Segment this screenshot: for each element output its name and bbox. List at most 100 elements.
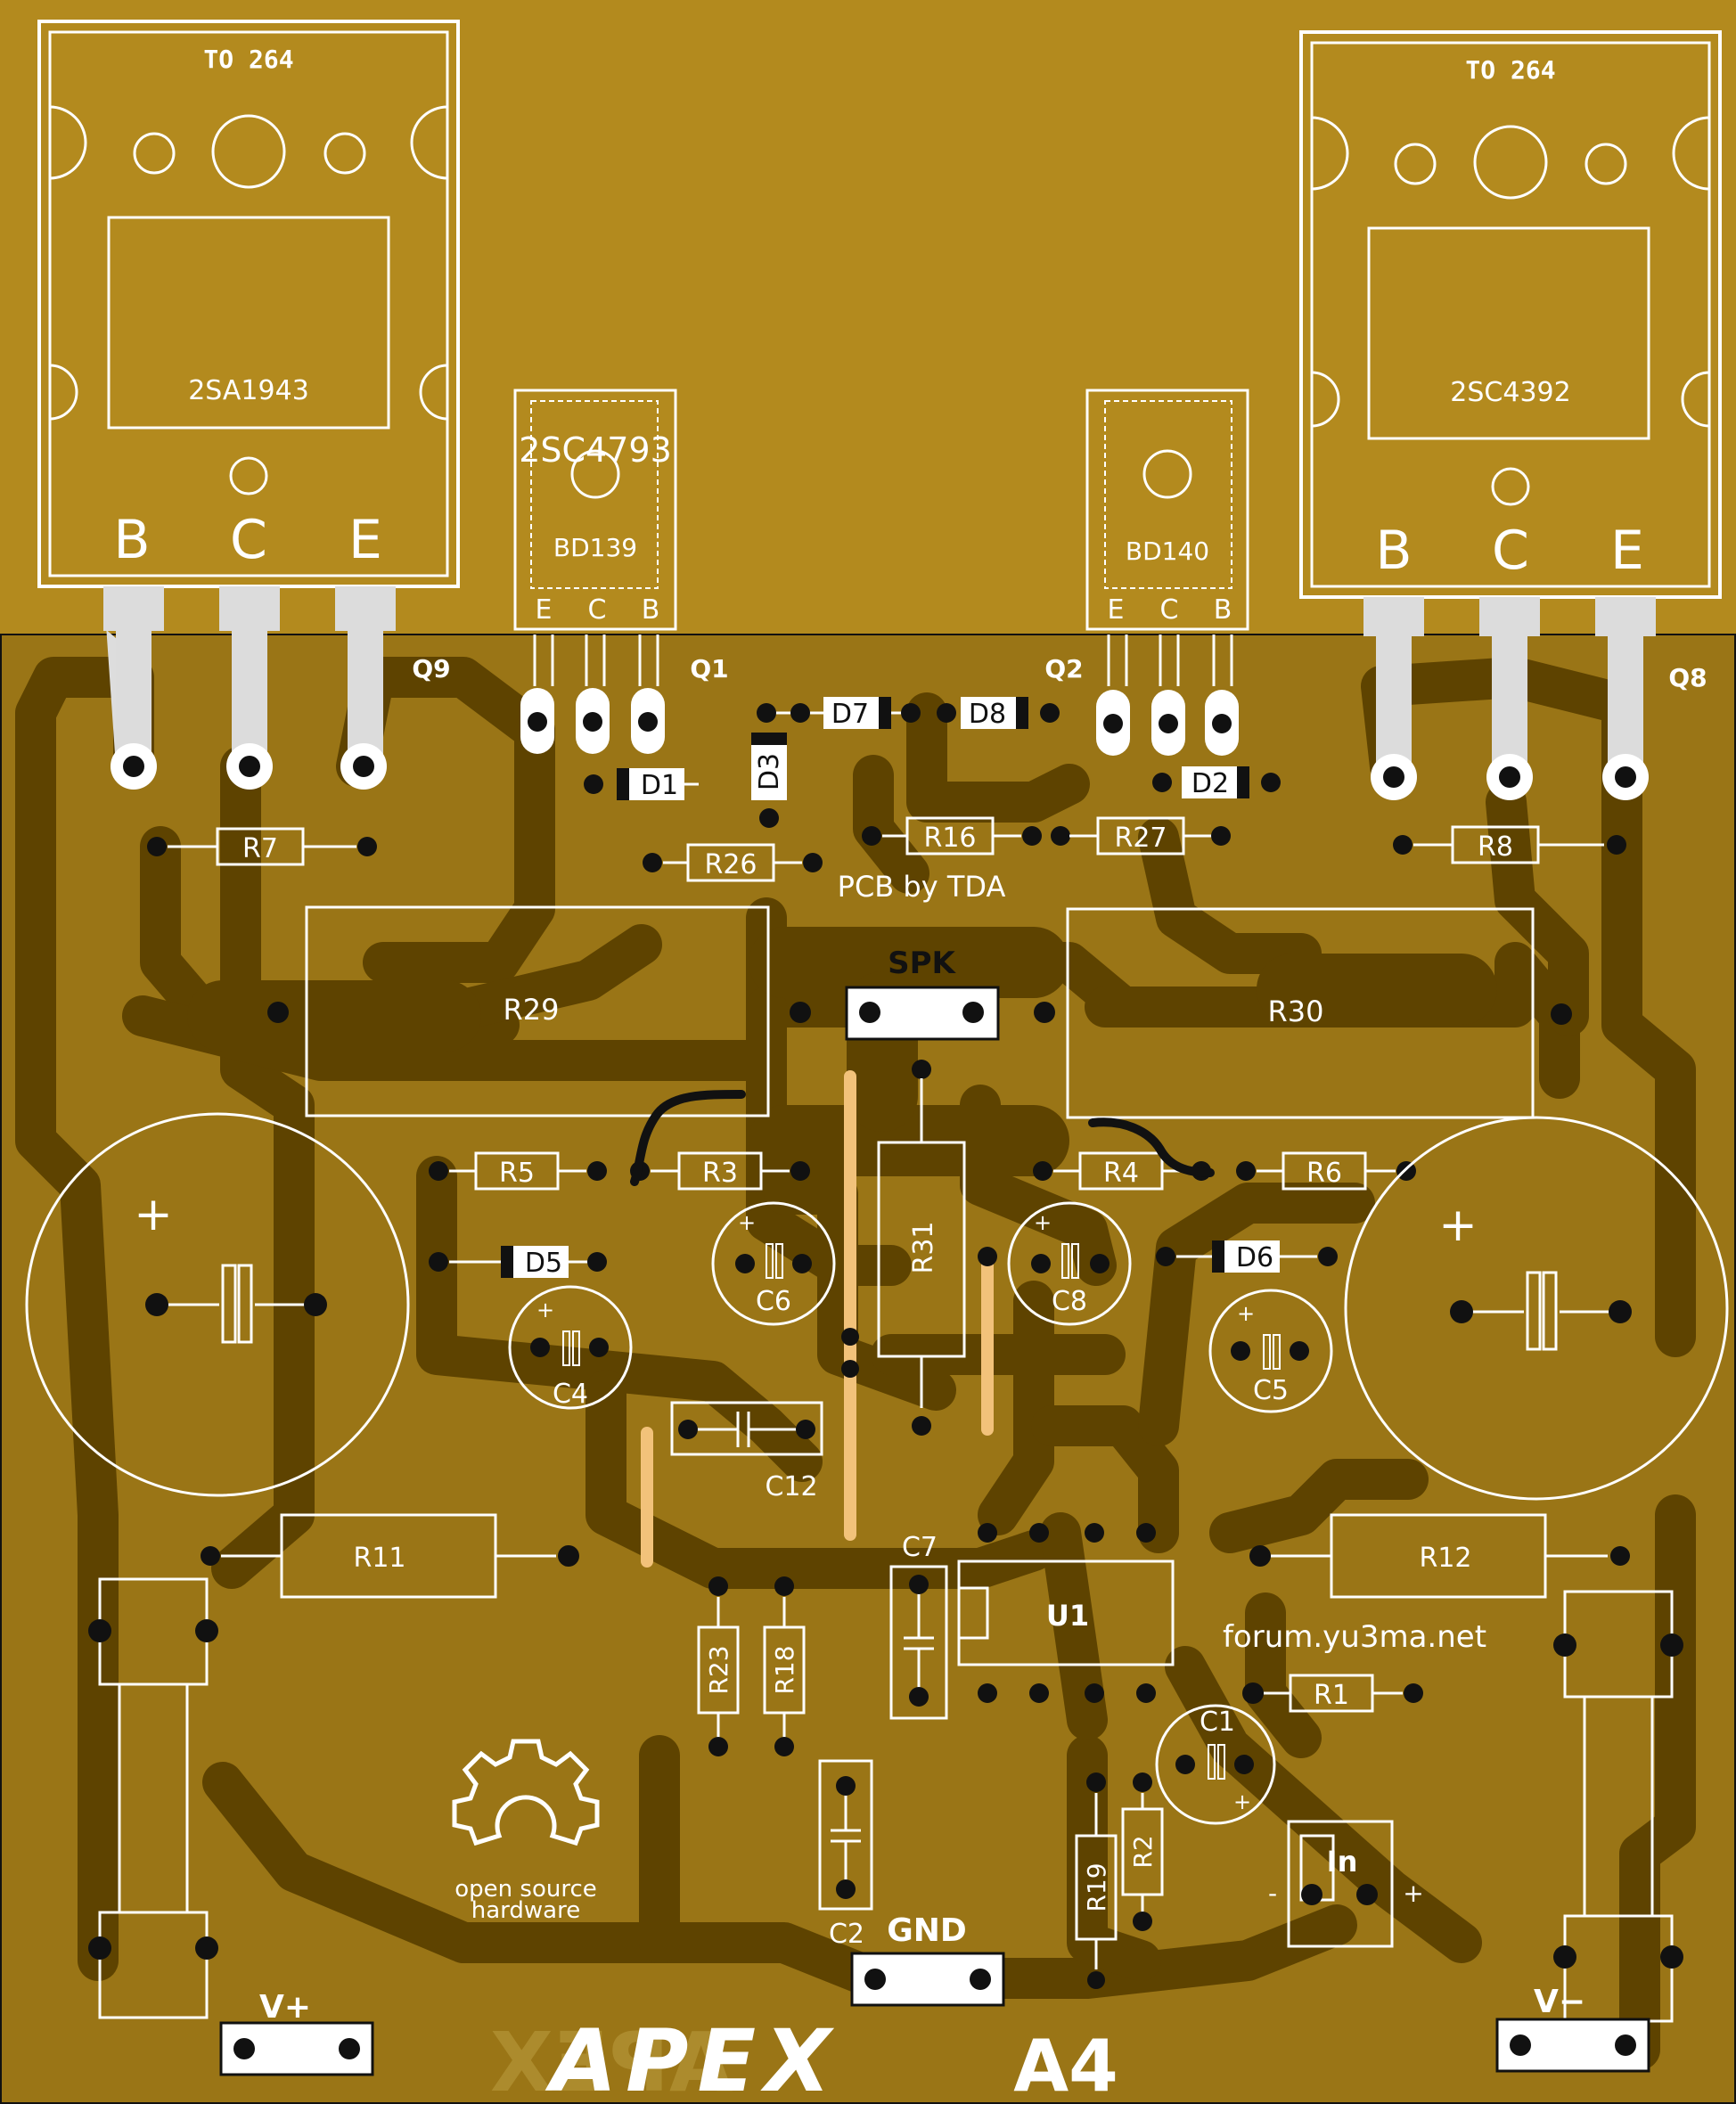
label-d5: D5: [525, 1248, 562, 1279]
package-label: TO 264: [1465, 55, 1555, 85]
credit-text: PCB by TDA: [838, 870, 1006, 904]
svg-text:+: +: [1438, 1199, 1478, 1252]
gnd-connector: GND: [850, 1912, 1005, 2007]
input-connector: In - +: [1268, 1820, 1424, 1948]
osh-logo: open source hardware: [452, 1739, 600, 1924]
wide-traces: [187, 927, 1497, 1176]
label-r16: R16: [923, 823, 976, 854]
output-pads: [111, 743, 1649, 800]
pin-b: B: [1375, 520, 1412, 582]
label-r29: R29: [504, 993, 560, 1027]
label-u1: U1: [1046, 1599, 1089, 1633]
label-r8: R8: [1478, 831, 1513, 863]
r23-r18: R23 R18: [697, 1576, 806, 1756]
c7: C7: [889, 1532, 948, 1720]
label-r19: R19: [1082, 1862, 1111, 1912]
c12: C12: [670, 1401, 823, 1502]
u1: U1: [957, 1523, 1175, 1703]
power-resistors: R29 R30: [267, 905, 1572, 1119]
osh-line1: open source: [454, 1876, 597, 1903]
hand-marks: [630, 1090, 1215, 1186]
pin-e: E: [348, 509, 382, 571]
label-r30: R30: [1268, 995, 1324, 1028]
svg-text:+: +: [1237, 1301, 1255, 1326]
forum-text: forum.yu3ma.net: [1223, 1619, 1486, 1655]
r11-r12: R11 R12: [201, 1513, 1630, 1599]
svg-text:C: C: [1160, 594, 1179, 626]
big-caps: + +: [25, 1112, 1729, 1501]
label-r5: R5: [499, 1158, 535, 1189]
driver-left: 2SC4793 BD139 E C B Q1: [513, 389, 729, 754]
label-d2: D2: [1191, 768, 1229, 799]
svg-text:C: C: [588, 594, 607, 626]
fuse-holders: [88, 1577, 1683, 2023]
label-c1: C1: [1200, 1707, 1235, 1738]
label-r3: R3: [702, 1158, 738, 1189]
r2-r19: R2 R19: [1075, 1772, 1164, 1989]
label-c5: C5: [1253, 1375, 1289, 1406]
label-r6: R6: [1306, 1158, 1342, 1189]
ref-q2: Q2: [1044, 654, 1083, 684]
svg-text:+: +: [1233, 1789, 1251, 1814]
heatsink-right: TO 264 2SC4392 B C E Q8: [1299, 30, 1722, 777]
svg-text:E: E: [536, 594, 553, 626]
gear-icon: [452, 1739, 600, 1846]
svg-text:+: +: [738, 1210, 756, 1235]
overlay-part: 2SC4793: [519, 430, 672, 470]
label-r18: R18: [770, 1645, 799, 1694]
transistor-part: 2SC4392: [1450, 377, 1570, 408]
brand-label: APEX: [545, 2011, 839, 2104]
brand-mirror: APEX: [490, 2015, 733, 2104]
label-c6: C6: [756, 1286, 791, 1317]
mount-hole-icon: [211, 114, 286, 189]
label-r31: R31: [908, 1221, 939, 1273]
mount-hole-icon: [1473, 125, 1548, 200]
label-c2: C2: [829, 1919, 864, 1950]
pin-b: B: [113, 509, 150, 571]
label-d7: D7: [831, 699, 869, 730]
label-c8: C8: [1052, 1286, 1087, 1317]
r1: forum.yu3ma.net R1: [1223, 1619, 1486, 1713]
svg-text:+: +: [536, 1298, 554, 1322]
vplus-label: V+: [259, 1989, 311, 2026]
in-label: In: [1327, 1845, 1358, 1879]
svg-text:+: +: [1403, 1879, 1423, 1908]
svg-text:E: E: [1108, 594, 1125, 626]
osh-line2: hardware: [471, 1897, 580, 1924]
c2: C2: [818, 1759, 873, 1950]
speaker-connector: PCB by TDA SPK: [838, 870, 1006, 1079]
label-r7: R7: [242, 833, 278, 864]
ref-q9: Q9: [412, 654, 450, 684]
label-c12: C12: [765, 1471, 817, 1502]
spk-label: SPK: [888, 946, 956, 981]
pin-c: C: [230, 509, 267, 571]
label-r4: R4: [1103, 1158, 1139, 1189]
r31: R31: [841, 1078, 966, 1436]
label-r12: R12: [1419, 1543, 1471, 1574]
label-d3: D3: [754, 753, 785, 790]
model-label: A4: [1013, 2025, 1118, 2104]
label-r26: R26: [704, 849, 757, 880]
ref-q8: Q8: [1668, 663, 1707, 692]
label-r1: R1: [1314, 1680, 1349, 1711]
label-r11: R11: [353, 1543, 405, 1574]
jumpers: [641, 1070, 994, 1568]
label-r23: R23: [704, 1645, 733, 1694]
pin-e: E: [1610, 520, 1644, 582]
label-d6: D6: [1236, 1242, 1273, 1273]
power-connectors: V+ V−: [219, 1984, 1650, 2076]
svg-text:B: B: [1214, 594, 1232, 626]
svg-text:-: -: [1268, 1879, 1277, 1908]
gnd-label: GND: [887, 1912, 967, 1949]
driver-part: BD139: [553, 533, 637, 562]
label-d1: D1: [641, 770, 678, 801]
pin-c: C: [1492, 520, 1529, 582]
transistor-part: 2SA1943: [188, 375, 309, 406]
ref-q1: Q1: [690, 654, 728, 684]
label-c7: C7: [902, 1532, 938, 1563]
svg-text:+: +: [1034, 1210, 1052, 1235]
label-c4: C4: [553, 1379, 588, 1410]
package-label: TO 264: [203, 45, 293, 74]
brand: APEX APEX A4: [490, 2011, 1118, 2104]
label-r27: R27: [1114, 823, 1167, 854]
